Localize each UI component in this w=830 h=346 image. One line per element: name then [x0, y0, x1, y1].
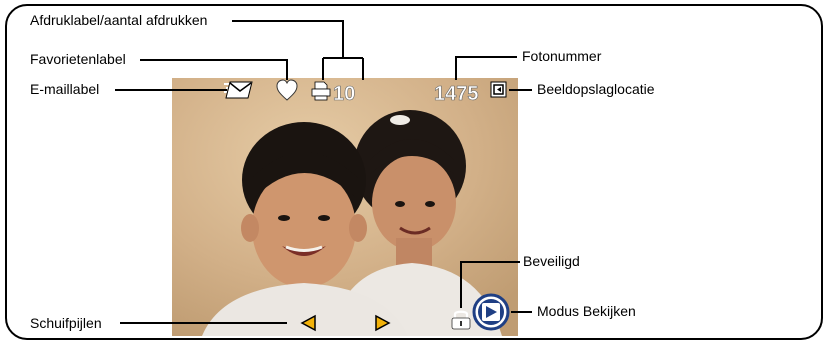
callout-review-mode: Modus Bekijken — [537, 303, 636, 319]
callout-print-label: Afdruklabel/aantal afdrukken — [30, 12, 208, 28]
callout-photo-number: Fotonummer — [522, 48, 602, 64]
callout-storage-location: Beeldopslaglocatie — [537, 81, 655, 97]
callout-favorite-label: Favorietenlabel — [30, 51, 126, 67]
callout-email-label: E-maillabel — [30, 81, 100, 97]
diagram-frame — [5, 4, 823, 340]
callout-scroll-arrows: Schuifpijlen — [30, 315, 102, 331]
camera-photo — [172, 78, 518, 336]
children-photo-illustration — [172, 78, 518, 336]
callout-protected: Beveiligd — [523, 253, 580, 269]
